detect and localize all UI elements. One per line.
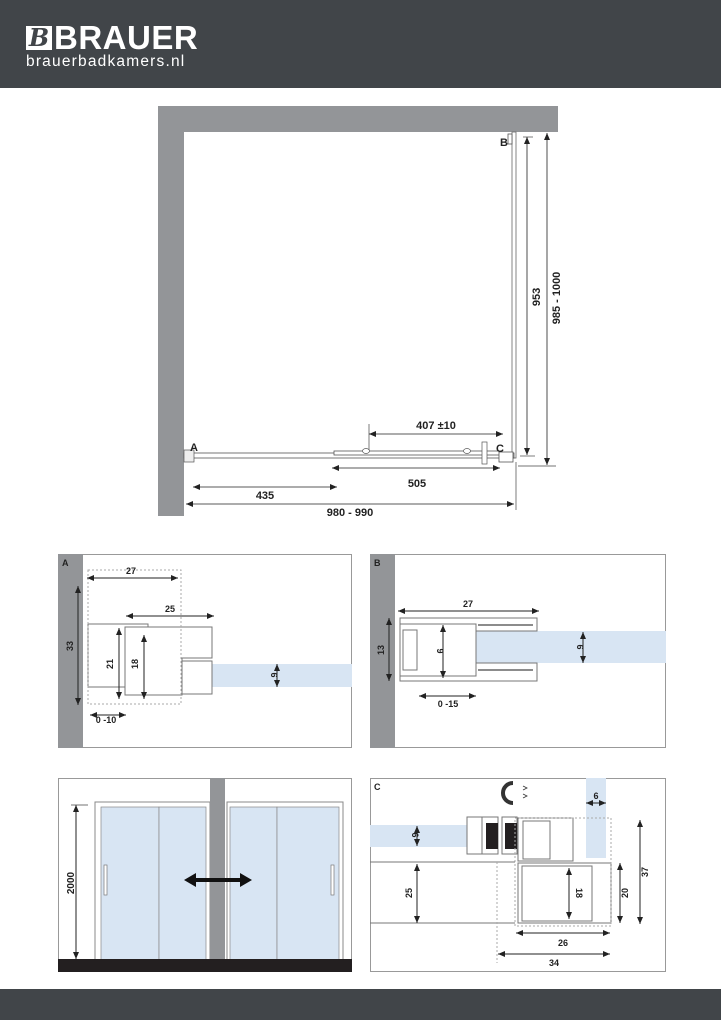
dim-c-18: 18	[574, 888, 584, 898]
dim-b-13: 13	[376, 645, 386, 655]
dim-c-glass-left: 6	[410, 832, 420, 837]
dim-c-34: 34	[549, 958, 559, 968]
dim-c-37: 37	[640, 867, 650, 877]
brand-url[interactable]: brauerbadkamers.nl	[26, 53, 186, 70]
brand-name: BRAUER	[54, 19, 199, 56]
marker-a: A	[190, 442, 198, 454]
sliding-arrow-icon	[184, 873, 252, 887]
header-bar: B BRAUER brauerbadkamers.nl	[0, 0, 721, 88]
dim-a-adjust: 0 -10	[96, 715, 117, 725]
marker-c: C	[496, 443, 504, 455]
top-view-diagram: A B C 407 ±10 505 435 980 - 990 953 985 …	[158, 106, 563, 519]
brand-logo-icon: B	[26, 26, 52, 50]
dim-c-glass-top: 6	[593, 791, 598, 801]
dim-a-18: 18	[130, 659, 140, 669]
dim-a-21: 21	[105, 659, 115, 669]
detail-b-label: B	[374, 558, 381, 568]
detail-b-diagram: B 27 13 9 6 0 -15	[370, 554, 666, 748]
dim-width: 980 - 990	[327, 507, 373, 519]
dim-b-9: 9	[435, 648, 445, 653]
dim-door: 505	[408, 478, 426, 490]
dim-depth: 985 - 1000	[551, 272, 563, 325]
dim-a-27: 27	[126, 566, 136, 576]
dim-height: 2000	[66, 871, 77, 894]
dim-b-glass: 6	[575, 644, 585, 649]
dim-side-panel: 953	[531, 288, 543, 306]
dim-overlap: 407 ±10	[416, 420, 456, 432]
dim-a-25: 25	[165, 604, 175, 614]
dim-a-33: 33	[65, 641, 75, 651]
footer-bar	[0, 989, 721, 1020]
marker-b: B	[500, 137, 508, 149]
magnet-icon	[501, 781, 514, 805]
detail-c-diagram: C 6 6 25 18 20 37 26 34	[370, 778, 666, 972]
dim-b-27: 27	[463, 599, 473, 609]
dim-fixed-panel: 435	[256, 490, 274, 502]
dim-b-adjust: 0 -15	[438, 699, 459, 709]
dim-c-20: 20	[620, 888, 630, 898]
front-view-diagram: 2000	[58, 778, 352, 972]
dim-a-glass: 6	[269, 672, 279, 677]
dim-c-25: 25	[404, 888, 414, 898]
dim-c-26: 26	[558, 938, 568, 948]
detail-c-label: C	[374, 782, 381, 792]
detail-a-diagram: A 27 25 33 21 18 6 0 -10	[58, 554, 352, 748]
detail-a-label: A	[62, 558, 69, 568]
